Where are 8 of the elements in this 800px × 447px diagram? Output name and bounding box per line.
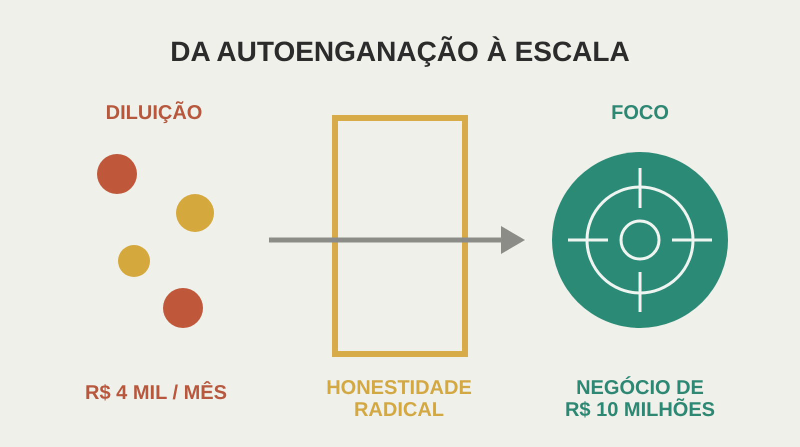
outlined-frame: [332, 115, 468, 357]
income-caption: R$ 4 MIL / MÊS: [85, 382, 227, 404]
section-heading: DILUIÇÃO: [106, 102, 202, 124]
arrow: [269, 226, 525, 254]
frame-caption: HONESTIDADE RADICAL: [326, 377, 472, 421]
section-heading: FOCO: [611, 102, 669, 124]
diagram-title: DA AUTOENGANAÇÃO À ESCALA: [170, 35, 630, 69]
result-caption: NEGÓCIO DE R$ 10 MILHÕES: [564, 377, 716, 421]
